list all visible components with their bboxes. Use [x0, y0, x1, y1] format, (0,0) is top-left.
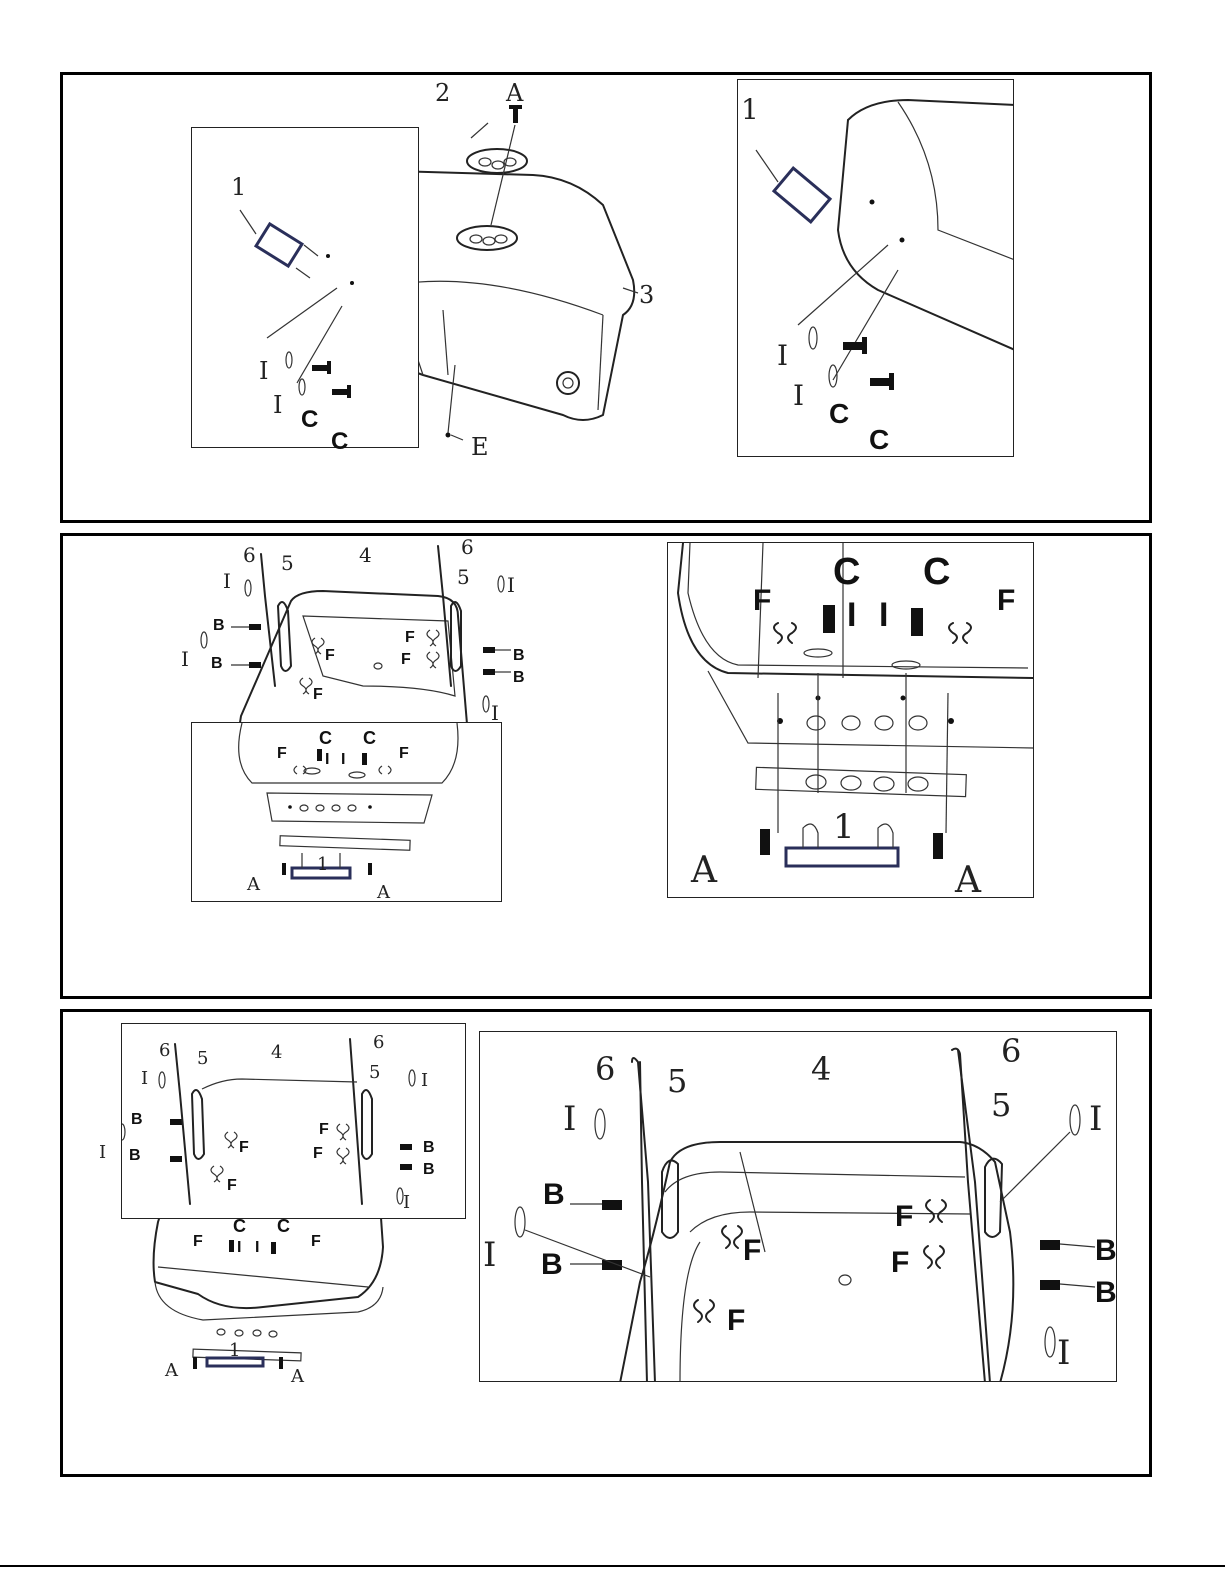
callout-wingnut-f: F	[895, 1200, 913, 1233]
callout-washer-i: I	[403, 1192, 410, 1213]
callout-wingnut-f: F	[401, 651, 411, 668]
callout-bolt-b: B	[131, 1111, 143, 1128]
callout-part-2: 2	[435, 79, 450, 107]
callout-washer-i: I	[255, 1239, 259, 1256]
callout-bolt-c: C	[331, 428, 348, 455]
callout-part-5: 5	[991, 1086, 1011, 1124]
callout-bolt-c: C	[869, 424, 889, 455]
callout-bolt-c: C	[833, 551, 860, 593]
step-1-callouts: 2 A 3 E 1 I I C C 1 I I C C	[63, 75, 1155, 526]
callout-part-5: 5	[457, 565, 470, 589]
callout-washer-i: I	[141, 1068, 148, 1089]
callout-part-4: 4	[271, 1042, 282, 1063]
callout-part-4: 4	[359, 543, 372, 567]
callout-wingnut-f: F	[753, 584, 771, 617]
callout-part-5: 5	[369, 1062, 380, 1083]
callout-wingnut-f: F	[313, 1145, 323, 1162]
callout-bolt-c: C	[301, 406, 318, 433]
callout-nut-e: E	[471, 433, 489, 461]
callout-bolt-b: B	[543, 1178, 565, 1211]
callout-part-6: 6	[243, 543, 256, 567]
callout-screw-a: A	[246, 874, 261, 895]
callout-part-6: 6	[461, 535, 474, 559]
callout-part-6: 6	[595, 1050, 615, 1088]
step-3-callouts: 6 5 4 6 5 I I I I B B B B F F F F F C I …	[63, 1012, 1155, 1480]
callout-washer-i: I	[847, 596, 856, 634]
callout-part-4: 4	[811, 1050, 831, 1088]
callout-washer-i: I	[491, 701, 499, 725]
callout-wingnut-f: F	[727, 1304, 745, 1337]
callout-washer-i: I	[325, 751, 329, 768]
callout-bolt-b: B	[541, 1248, 563, 1281]
callout-bolt-b: B	[513, 669, 525, 686]
assembly-step-1-panel: 2 A 3 E 1 I I C C 1 I I C C	[60, 72, 1152, 523]
callout-wingnut-f: F	[313, 686, 323, 703]
callout-screw-a: A	[505, 79, 524, 107]
callout-wingnut-f: F	[891, 1246, 909, 1279]
callout-bolt-c: C	[829, 398, 849, 429]
callout-wingnut-f: F	[239, 1139, 249, 1156]
callout-bolt-c: C	[319, 728, 332, 748]
callout-wingnut-f: F	[405, 629, 415, 646]
assembly-step-2-panel: 6 5 4 6 5 I I I I B B B B F F F F F C I …	[60, 533, 1152, 999]
callout-screw-a: A	[164, 1360, 179, 1381]
callout-washer-i: I	[223, 569, 231, 593]
callout-bolt-b: B	[423, 1139, 435, 1156]
callout-bolt-c: C	[923, 551, 950, 593]
callout-wingnut-f: F	[311, 1233, 321, 1250]
callout-part-6: 6	[159, 1040, 170, 1061]
callout-washer-i: I	[273, 391, 282, 419]
callout-bolt-c: C	[363, 728, 376, 748]
callout-part-5: 5	[197, 1048, 208, 1069]
callout-washer-i: I	[777, 339, 788, 372]
callout-wingnut-f: F	[319, 1121, 329, 1138]
callout-screw-a: A	[290, 1366, 305, 1387]
callout-screw-a: A	[376, 882, 391, 903]
callout-washer-i: I	[879, 596, 888, 634]
callout-washer-i: I	[181, 647, 189, 671]
callout-bolt-c: C	[233, 1216, 246, 1236]
callout-part-1: 1	[317, 854, 328, 875]
callout-washer-i: I	[793, 379, 804, 412]
callout-bolt-b: B	[129, 1147, 141, 1164]
callout-part-5: 5	[281, 551, 294, 575]
callout-part-1: 1	[231, 173, 246, 201]
callout-part-6: 6	[1001, 1032, 1021, 1070]
callout-wingnut-f: F	[325, 647, 335, 664]
assembly-step-3-panel: 6 5 4 6 5 I I I I B B B B F F F F F C I …	[60, 1009, 1152, 1477]
callout-washer-i: I	[421, 1070, 428, 1091]
callout-washer-i: I	[483, 1235, 496, 1275]
callout-washer-i: I	[237, 1239, 241, 1256]
callout-part-5: 5	[667, 1062, 687, 1100]
callout-washer-i: I	[507, 573, 515, 597]
callout-washer-i: I	[259, 357, 268, 385]
callout-screw-a: A	[690, 850, 718, 891]
callout-wingnut-f: F	[399, 745, 409, 762]
callout-part-1: 1	[229, 1340, 240, 1361]
callout-washer-i: I	[99, 1142, 106, 1163]
callout-part-3: 3	[639, 281, 654, 309]
callout-part-6: 6	[373, 1032, 384, 1053]
callout-wingnut-f: F	[227, 1177, 237, 1194]
callout-wingnut-f: F	[277, 745, 287, 762]
callout-bolt-b: B	[1095, 1276, 1117, 1309]
callout-bolt-b: B	[1095, 1234, 1117, 1267]
callout-wingnut-f: F	[193, 1233, 203, 1250]
callout-washer-i: I	[1057, 1333, 1070, 1373]
step-2-callouts: 6 5 4 6 5 I I I I B B B B F F F F F C I …	[63, 536, 1155, 1002]
callout-wingnut-f: F	[743, 1234, 761, 1267]
callout-part-1: 1	[833, 807, 855, 847]
callout-screw-a: A	[954, 860, 982, 901]
callout-bolt-b: B	[513, 647, 525, 664]
callout-bolt-b: B	[423, 1161, 435, 1178]
page-bottom-rule	[0, 1565, 1225, 1567]
callout-bolt-b: B	[211, 655, 223, 672]
callout-bolt-c: C	[277, 1216, 290, 1236]
callout-wingnut-f: F	[997, 584, 1015, 617]
callout-washer-i: I	[1089, 1099, 1102, 1139]
callout-bolt-b: B	[213, 617, 225, 634]
callout-washer-i: I	[563, 1099, 576, 1139]
callout-part-1: 1	[741, 93, 759, 126]
callout-washer-i: I	[341, 751, 345, 768]
